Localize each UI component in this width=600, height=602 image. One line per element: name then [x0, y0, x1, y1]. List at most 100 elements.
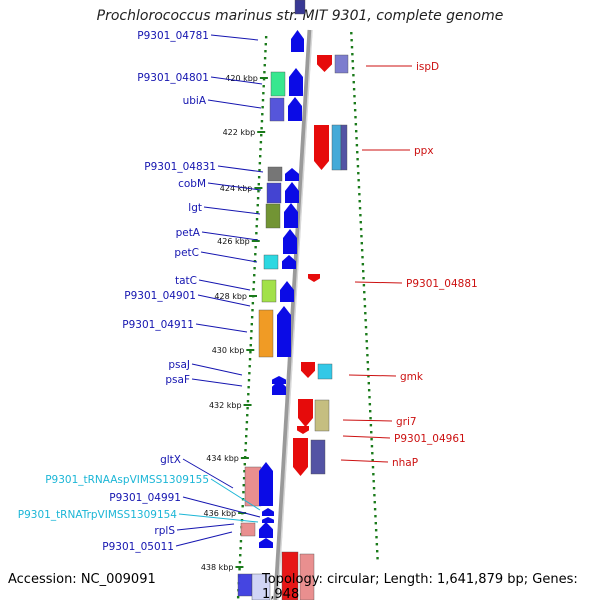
- left-guide-dot: [262, 92, 265, 95]
- right-guide-dot: [362, 277, 365, 280]
- reverse-feature-gmk: [301, 362, 315, 378]
- tick-label: 424 kbp: [220, 184, 253, 193]
- right-guide-dot: [365, 340, 368, 343]
- right-guide-dot: [350, 46, 354, 49]
- right-guide-dot: [353, 109, 357, 112]
- gene-label-P9301_04991: P9301_04991: [109, 492, 181, 504]
- right-guide-dot: [361, 256, 364, 259]
- cog-box-tatC: [261, 279, 277, 303]
- left-guide-dot: [261, 106, 264, 109]
- leader-line-psaF: [191, 378, 243, 387]
- gene-label-lgt: lgt: [188, 202, 202, 214]
- forward-feature-P9301_05011: [259, 538, 273, 548]
- forward-feature-psaF: [272, 380, 286, 395]
- left-guide-dot: [259, 148, 262, 151]
- gene-label-P9301_04901: P9301_04901: [124, 290, 196, 302]
- left-guide-dot: [262, 85, 265, 88]
- right-guide-dot: [355, 144, 359, 147]
- reverse-feature-ppx: [314, 125, 329, 170]
- leader-line-P9301_tRNATrpVIMSS1309154: [178, 513, 259, 523]
- left-guide-dot: [247, 379, 251, 382]
- right-guide-dot: [354, 123, 358, 126]
- right-guide-dot: [356, 151, 359, 154]
- backbone-highlight: [277, 29, 313, 600]
- left-guide-dot: [243, 470, 246, 473]
- leader-line-rplS: [176, 523, 235, 531]
- right-guide-dot: [369, 417, 372, 420]
- gene-label-tatC: tatC: [175, 275, 197, 287]
- left-guide-dot: [258, 162, 262, 165]
- leader-line-gmk: [348, 374, 397, 377]
- left-guide-dot: [246, 400, 250, 403]
- cog-box-P9301_04911: [258, 309, 274, 358]
- forward-feature-P9301_04781: [291, 30, 304, 52]
- left-guide-dot: [257, 176, 261, 179]
- gene-label-P9301_04911: P9301_04911: [122, 319, 194, 331]
- right-guide-dot: [374, 515, 377, 518]
- cog-box-gltX: [244, 466, 262, 507]
- cog-box-ubiA: [269, 97, 285, 122]
- right-guide-dot: [371, 452, 374, 455]
- left-guide-dot: [264, 43, 267, 46]
- tick-label: 422 kbp: [223, 128, 256, 137]
- right-guide-dot: [356, 165, 360, 168]
- left-guide-dot: [250, 330, 253, 333]
- leader-line-P9301_04901: [197, 294, 251, 307]
- right-guide-dot: [376, 550, 379, 553]
- right-guide-dot: [350, 32, 353, 35]
- right-guide-dot: [351, 53, 354, 56]
- reverse-feature-ispD: [317, 55, 332, 72]
- right-guide-dot: [351, 67, 355, 70]
- forward-feature-trnaAsp: [262, 508, 274, 516]
- right-guide-dot: [363, 291, 366, 294]
- forward-feature-P9301_04801: [289, 68, 303, 96]
- right-guide-dot: [364, 319, 367, 322]
- figure-title: Prochlorococcus marinus str. MIT 9301, c…: [96, 8, 504, 24]
- left-guide-dot: [236, 596, 240, 599]
- left-guide-dot: [239, 554, 242, 557]
- leader-line-lgt: [203, 206, 261, 215]
- left-guide-dot: [257, 190, 260, 193]
- gene-label-petA: petA: [176, 227, 201, 239]
- left-guide-dot: [255, 218, 259, 221]
- forward-feature-P9301_04911: [277, 306, 291, 357]
- right-guide-dot: [372, 487, 376, 490]
- gene-label-gltX: gltX: [160, 454, 181, 466]
- cog-box-ispD: [334, 54, 349, 74]
- left-guide-dot: [244, 449, 247, 452]
- left-guide-dot: [254, 253, 257, 256]
- reverse-feature-gri7: [298, 399, 313, 427]
- tick-label: 436 kbp: [204, 509, 237, 518]
- right-guide-dot: [352, 81, 355, 84]
- leader-line-P9301_04831: [217, 165, 264, 173]
- gene-label-P9301_04881: P9301_04881: [406, 278, 478, 290]
- left-guide-dot: [261, 113, 264, 116]
- cog-box-P9301_04781: [294, 0, 306, 15]
- tick-label: 434 kbp: [206, 454, 239, 463]
- left-guide-dot: [263, 57, 267, 60]
- gene-label-petC: petC: [174, 247, 199, 259]
- right-guide-dot: [353, 95, 356, 98]
- forward-feature-petA: [283, 229, 297, 254]
- left-guide-dot: [250, 316, 254, 319]
- left-guide-dot: [251, 309, 254, 312]
- gene-label-P9301_05011: P9301_05011: [102, 541, 174, 553]
- left-guide-dot: [256, 204, 259, 207]
- left-guide-dot: [255, 232, 258, 235]
- left-guide-dot: [239, 547, 242, 550]
- leader-line-P9301_04961: [342, 435, 391, 439]
- gene-label-psaF: psaF: [165, 374, 190, 386]
- right-guide-dot: [360, 249, 364, 252]
- left-guide-dot: [241, 505, 244, 508]
- forward-feature-ubiA: [288, 97, 302, 121]
- gene-label-P9301_04781: P9301_04781: [137, 30, 209, 42]
- forward-feature-trnaTrp: [262, 517, 274, 523]
- tick-label: 426 kbp: [217, 237, 250, 246]
- left-guide-dot: [260, 134, 263, 137]
- leader-line-P9301_05011: [175, 531, 233, 547]
- cog-box-nhaP: [310, 439, 326, 475]
- accession-text: Accession: NC_009091: [8, 572, 156, 587]
- leader-line-psaJ: [191, 363, 243, 376]
